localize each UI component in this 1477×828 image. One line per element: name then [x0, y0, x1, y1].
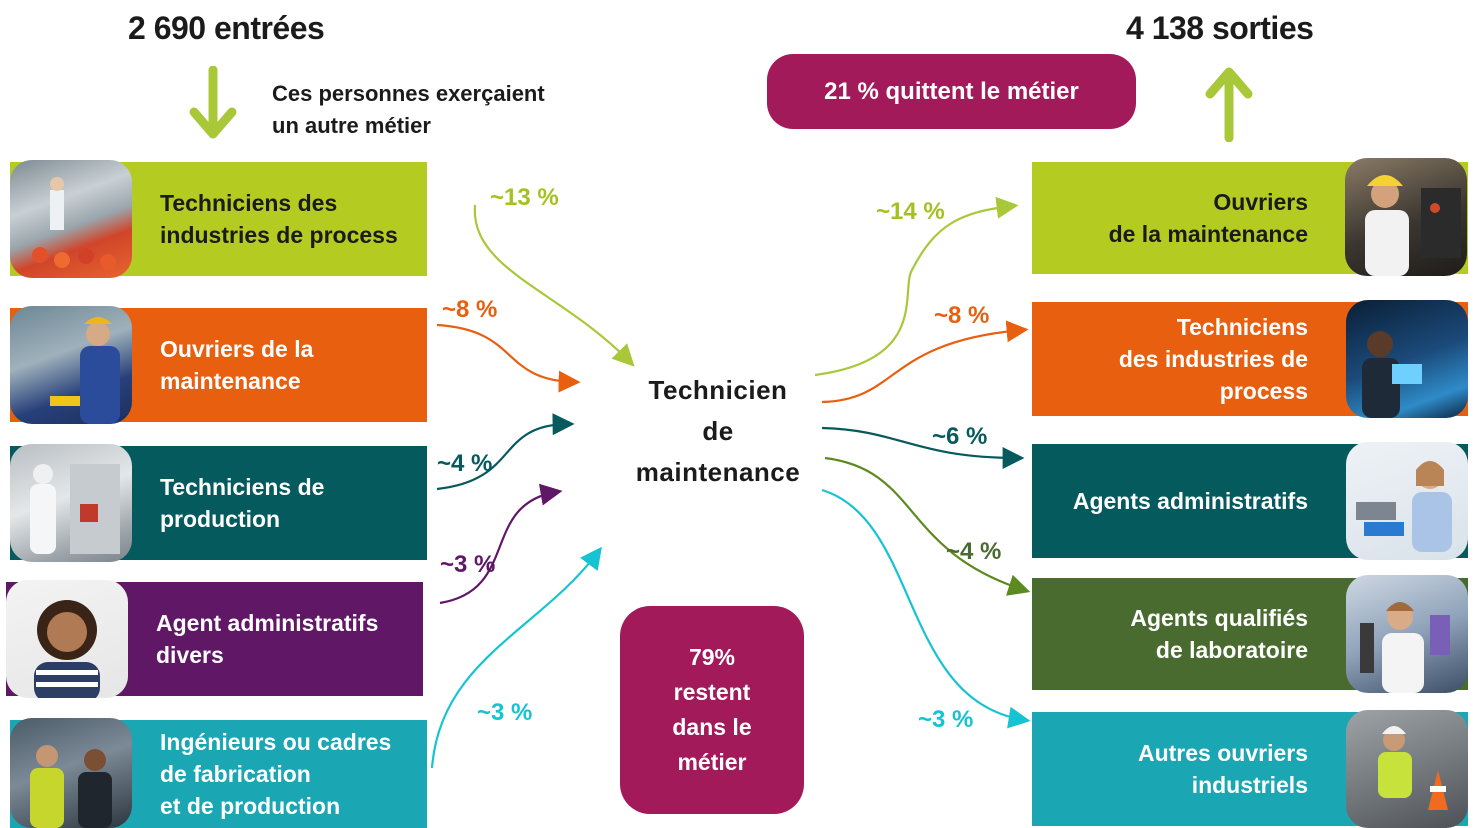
left-box-label: Agent administratifs divers — [156, 610, 379, 668]
pct-left-ingenieurs: ~3 % — [477, 699, 533, 726]
pct-right-agents-administratifs: ~6 % — [932, 423, 988, 450]
flow-left-agents-administratifs — [439, 483, 563, 605]
left-box-label: Techniciens des industries de process — [160, 190, 398, 248]
road-worker-photo — [1346, 710, 1468, 828]
stay-pill: 79% restent dans le métier — [620, 606, 804, 814]
entries-note: Ces personnes exerçaient un autre métier — [272, 81, 545, 138]
pct-left-techniciens-process: ~13 % — [490, 184, 559, 211]
pct-right-autres-ouvriers: ~3 % — [918, 706, 974, 733]
right-box-label: Agents administratifs — [1072, 488, 1308, 514]
engineers-photo — [10, 718, 132, 828]
office-worker-photo — [1346, 442, 1468, 560]
left-box-label: Ingénieurs ou cadres de fabrication et d… — [160, 729, 392, 819]
exits-count: 4 138 sorties — [1126, 10, 1314, 46]
pct-right-ouvriers-maintenance: ~14 % — [876, 198, 945, 225]
pct-left-techniciens-production: ~4 % — [437, 450, 493, 477]
electrician-photo — [1345, 158, 1467, 276]
office-woman-photo — [6, 580, 128, 698]
maintenance-worker-photo — [10, 306, 132, 424]
flow-right-autres-ouvriers — [821, 488, 1031, 729]
left-box-label: Techniciens de production — [160, 474, 325, 532]
production-lab-photo — [10, 444, 132, 562]
flow-right-ouvriers-maintenance — [814, 196, 1019, 377]
leave-pill: 21 % quittent le métier — [767, 54, 1136, 129]
flow-left-techniciens-process — [473, 204, 635, 367]
flow-left-ouvriers-maintenance — [436, 323, 581, 393]
left-box-label: Ouvriers de la maintenance — [160, 336, 314, 394]
pct-right-agents-laboratoire: ~4 % — [946, 538, 1002, 565]
pct-left-ouvriers-maintenance: ~8 % — [442, 296, 498, 323]
down-arrow-icon — [189, 66, 237, 139]
right-box-label: Ouvriers de la maintenance — [1108, 189, 1308, 247]
flow-left-ingenieurs — [430, 546, 602, 769]
flow-right-agents-administratifs — [821, 426, 1025, 469]
factory-conveyor-photo — [10, 160, 132, 278]
tablet-technician-photo — [1346, 300, 1468, 418]
entries-count: 2 690 entrées — [128, 10, 325, 46]
flow-right-agents-laboratoire — [824, 456, 1031, 596]
pct-right-techniciens-process: ~8 % — [934, 302, 990, 329]
flow-right-techniciens-process — [821, 320, 1029, 404]
up-arrow-icon — [1205, 67, 1253, 142]
center-title: Technicien de maintenance — [635, 375, 801, 487]
right-box-label: Autres ouvriers industriels — [1137, 740, 1308, 798]
laboratory-photo — [1346, 575, 1468, 693]
pct-left-agents-administratifs: ~3 % — [440, 551, 496, 578]
right-box-label: Techniciens des industries de process — [1118, 314, 1308, 404]
right-box-label: Agents qualifiés de laboratoire — [1130, 605, 1308, 663]
flow-left-techniciens-production — [436, 413, 575, 491]
